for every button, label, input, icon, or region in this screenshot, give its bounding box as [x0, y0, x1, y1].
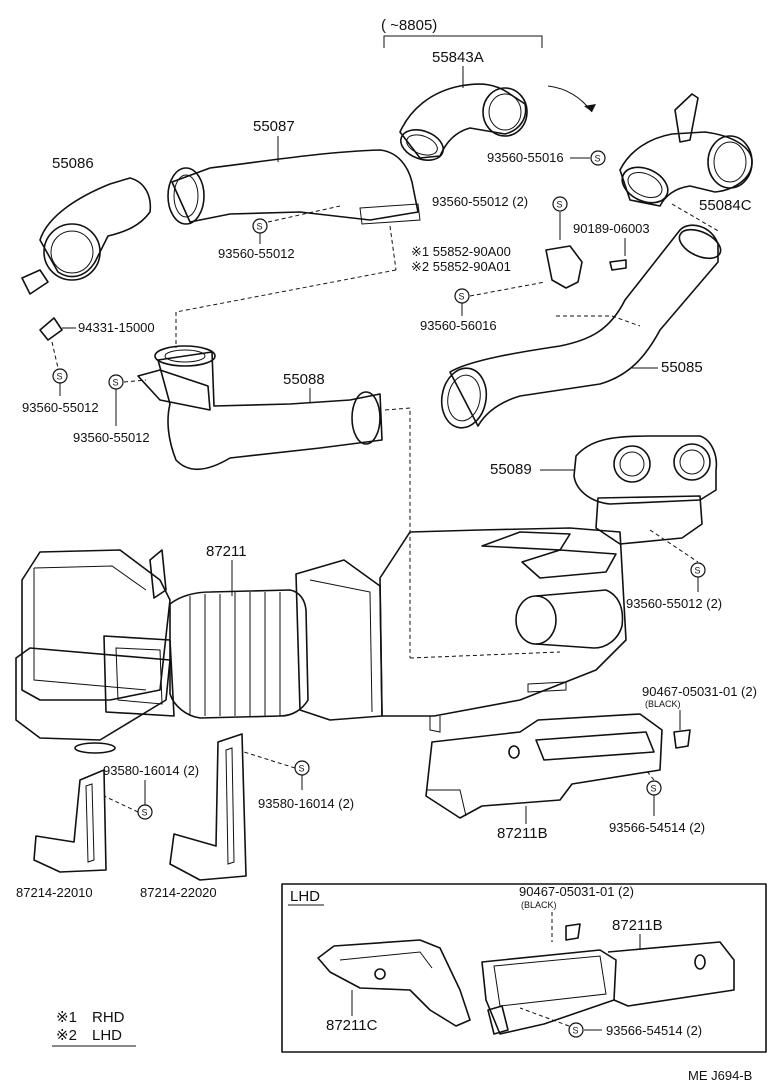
svg-text:S: S	[459, 292, 465, 302]
label-93566-a: 93566-54514 (2)	[609, 820, 705, 835]
screw-icon	[568, 1022, 584, 1038]
part-55089-duct	[573, 435, 718, 545]
label-55087: 55087	[253, 118, 295, 135]
screw-icon	[552, 196, 568, 212]
bolt-icon	[673, 729, 691, 749]
svg-text:S: S	[595, 154, 601, 164]
svg-text:S: S	[142, 808, 148, 818]
label-93580-a: 93580-16014 (2)	[103, 763, 199, 778]
lhd-box	[281, 883, 767, 1053]
svg-text:S: S	[113, 378, 119, 388]
part-55088-pipe	[137, 345, 383, 471]
label-55088: 55088	[283, 371, 325, 388]
label-93560-55012-a: 93560-55012	[218, 246, 295, 261]
label-55843A: 55843A	[432, 49, 484, 66]
label-93560-55012-2b: 93560-55012 (2)	[626, 596, 722, 611]
lhd-box-title: LHD	[290, 888, 320, 905]
label-90189-06003: 90189-06003	[573, 221, 650, 236]
svg-text:S: S	[257, 222, 263, 232]
label-93560-55012-2a: 93560-55012 (2)	[432, 194, 528, 209]
part-55087-pipe	[167, 149, 421, 225]
svg-text:S: S	[57, 372, 63, 382]
label-87211C: 87211C	[326, 1017, 378, 1034]
label-93560-55016: 93560-55016	[487, 150, 564, 165]
svg-text:S: S	[573, 1026, 579, 1036]
label-87214-22010: 87214-22010	[16, 885, 93, 900]
label-rhd-part: ※1 55852-90A00	[411, 244, 511, 259]
part-87211B-duct	[425, 713, 663, 819]
period-bracket	[383, 35, 543, 48]
label-black-a: (BLACK)	[645, 699, 681, 709]
part-87211-assembly	[15, 527, 627, 754]
part-55084C-elbow	[619, 93, 753, 207]
label-black-b: (BLACK)	[521, 900, 557, 910]
direction-arrow	[547, 85, 593, 113]
part-55843A-elbow	[399, 83, 528, 161]
note-text-2: LHD	[92, 1027, 122, 1044]
label-90467-b: 90467-05031-01 (2)	[519, 884, 634, 899]
bracket	[545, 245, 583, 289]
period-label: ( ~8805)	[381, 17, 437, 34]
part-55086-elbow	[21, 177, 152, 295]
svg-text:S: S	[299, 764, 305, 774]
label-93560-56016: 93560-56016	[420, 318, 497, 333]
label-94331-15000: 94331-15000	[78, 320, 155, 335]
screw-icon	[590, 150, 606, 166]
clip-icon	[39, 317, 63, 341]
label-93560-55012-b: 93560-55012	[22, 400, 99, 415]
svg-text:S: S	[557, 200, 563, 210]
part-87211B-duct-lhd	[481, 941, 735, 1035]
label-55085: 55085	[661, 359, 703, 376]
bolt-icon	[609, 259, 627, 271]
label-55086: 55086	[52, 155, 94, 172]
part-87214-22010-bracket	[33, 769, 107, 873]
label-93580-b: 93580-16014 (2)	[258, 796, 354, 811]
label-93560-55012-c: 93560-55012	[73, 430, 150, 445]
label-87211B-b: 87211B	[612, 917, 663, 934]
label-87214-22020: 87214-22020	[140, 885, 217, 900]
part-87211C-duct	[317, 939, 471, 1027]
note-mark-1: ※1	[56, 1009, 77, 1026]
svg-text:S: S	[651, 784, 657, 794]
part-55085-pipe	[440, 224, 722, 429]
label-87211: 87211	[206, 543, 247, 560]
svg-text:S: S	[695, 566, 701, 576]
label-87211B-a: 87211B	[497, 825, 548, 842]
note-mark-2: ※2	[56, 1027, 77, 1044]
label-90467-a: 90467-05031-01 (2)	[642, 684, 757, 699]
note-text-1: RHD	[92, 1009, 125, 1026]
label-93566-b: 93566-54514 (2)	[606, 1023, 702, 1038]
part-87214-22020-bracket	[169, 733, 247, 881]
bolt-icon	[565, 923, 581, 941]
label-55089: 55089	[490, 461, 532, 478]
label-lhd-part: ※2 55852-90A01	[411, 259, 511, 274]
footer-code: ME J694-B	[688, 1068, 752, 1083]
label-55084C: 55084C	[699, 197, 752, 214]
